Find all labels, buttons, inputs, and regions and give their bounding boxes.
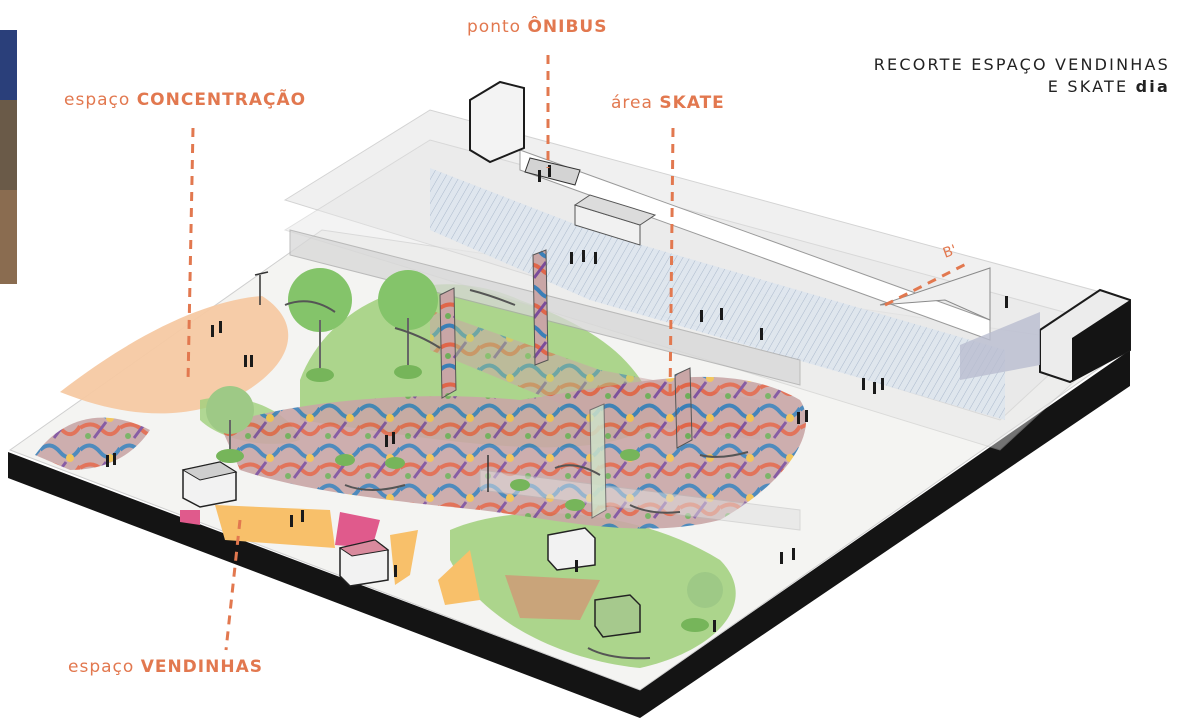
people-figures bbox=[106, 165, 1008, 632]
section-marker-b: B' bbox=[941, 242, 959, 262]
title-line-1: RECORTE ESPAÇO VENDINHAS bbox=[873, 55, 1170, 74]
label-espaco-concentracao: espaço CONCENTRAÇÃO bbox=[64, 90, 307, 110]
road-buildings bbox=[469, 80, 1131, 384]
graffiti-pillars bbox=[439, 249, 693, 519]
benches bbox=[284, 289, 749, 660]
label-area-skate: área SKATE bbox=[611, 93, 725, 113]
label-ponto-onibus: ponto ÔNIBUS bbox=[467, 17, 608, 37]
leader-concentracao bbox=[186, 127, 195, 383]
bus-stop-shelter bbox=[524, 157, 581, 186]
inset-photo bbox=[0, 30, 17, 284]
elevated-road bbox=[283, 109, 1132, 531]
bus bbox=[573, 194, 657, 246]
graffiti-left-corner bbox=[35, 417, 150, 470]
leader-vendinhas bbox=[224, 519, 242, 651]
leader-lines bbox=[186, 55, 969, 651]
trees bbox=[206, 268, 723, 632]
concentration-zone bbox=[60, 296, 289, 414]
vendinhas-zone bbox=[180, 505, 600, 620]
diagram-title: RECORTE ESPAÇO VENDINHAS E SKATE dia bbox=[874, 54, 1170, 98]
leader-skate bbox=[668, 127, 675, 401]
site-base bbox=[8, 350, 1130, 718]
street-lamps bbox=[254, 271, 489, 492]
label-espaco-vendinhas: espaço VENDINHAS bbox=[68, 657, 263, 677]
title-line-2: E SKATE dia bbox=[1047, 77, 1170, 96]
kiosks bbox=[181, 461, 641, 638]
